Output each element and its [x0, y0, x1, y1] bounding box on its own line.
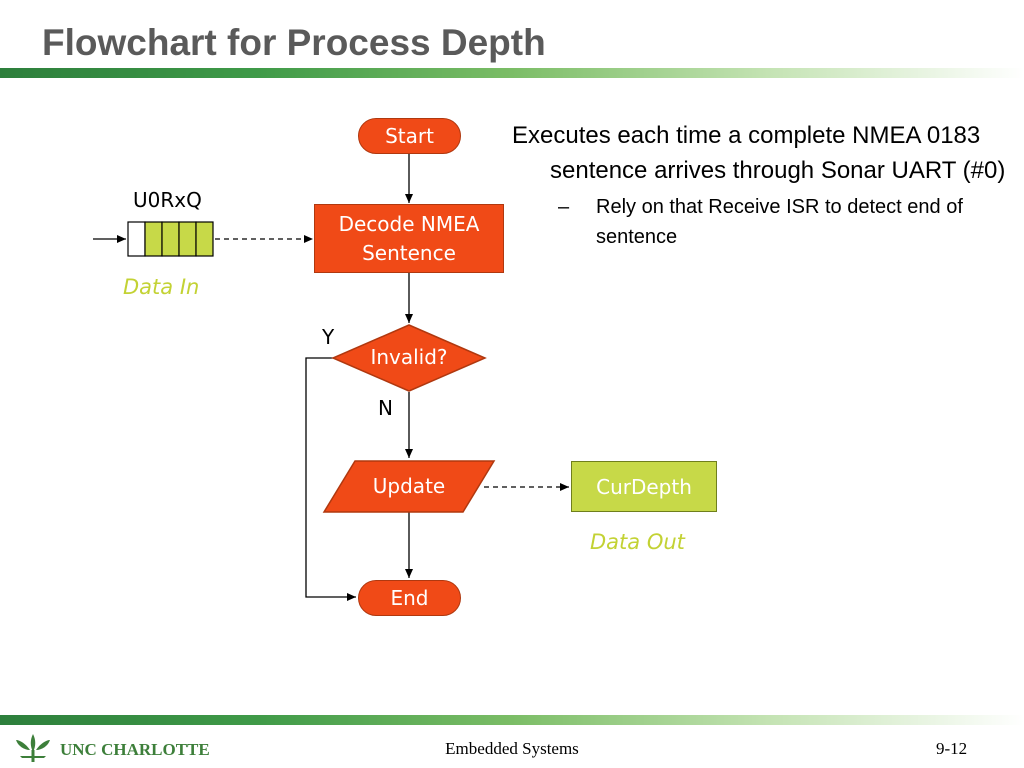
unc-charlotte-logo-icon	[16, 734, 50, 762]
bullet-list: Executes each time a complete NMEA 0183 …	[512, 118, 1012, 252]
bullet-sub-dash: –	[558, 196, 570, 218]
decode-label-line-1: Decode NMEA	[338, 211, 480, 236]
bullet-main: Executes each time a complete NMEA 0183 …	[512, 122, 1006, 184]
decode-process-box: Decode NMEA Sentence	[314, 204, 504, 273]
curdepth-box: CurDepth	[571, 461, 717, 512]
bullet-sub-text: Rely on that Receive ISR to detect end o…	[596, 196, 963, 248]
start-terminator: Start	[358, 118, 461, 154]
footer-page-number: 9-12	[936, 739, 968, 758]
unc-charlotte-wordmark: UNC CHARLOTTE	[60, 740, 210, 759]
curdepth-label: CurDepth	[596, 474, 692, 499]
queue-u0rxq	[127, 221, 214, 257]
queue-name: U0RxQ	[133, 188, 202, 212]
slide-title: Flowchart for Process Depth	[42, 22, 546, 63]
footer-bar	[0, 715, 1024, 725]
arrow-yes-to-end	[305, 357, 356, 601]
update-parallelogram	[322, 460, 496, 513]
footer-course-title: Embedded Systems	[445, 739, 579, 758]
decision-diamond	[331, 324, 487, 392]
yes-label: Y	[322, 325, 335, 349]
update-label: Update	[372, 474, 446, 498]
decision-label: Invalid?	[370, 345, 448, 369]
data-in-caption: Data In	[123, 275, 200, 299]
end-terminator: End	[358, 580, 461, 616]
start-label: Start	[385, 124, 434, 148]
no-label: N	[378, 396, 393, 420]
title-underline-bar	[0, 68, 1024, 78]
data-out-caption: Data Out	[590, 530, 685, 554]
decode-label-line-2: Sentence	[362, 240, 456, 265]
bullet-sub: – Rely on that Receive ISR to detect end …	[512, 192, 1012, 252]
end-label: End	[390, 586, 429, 610]
